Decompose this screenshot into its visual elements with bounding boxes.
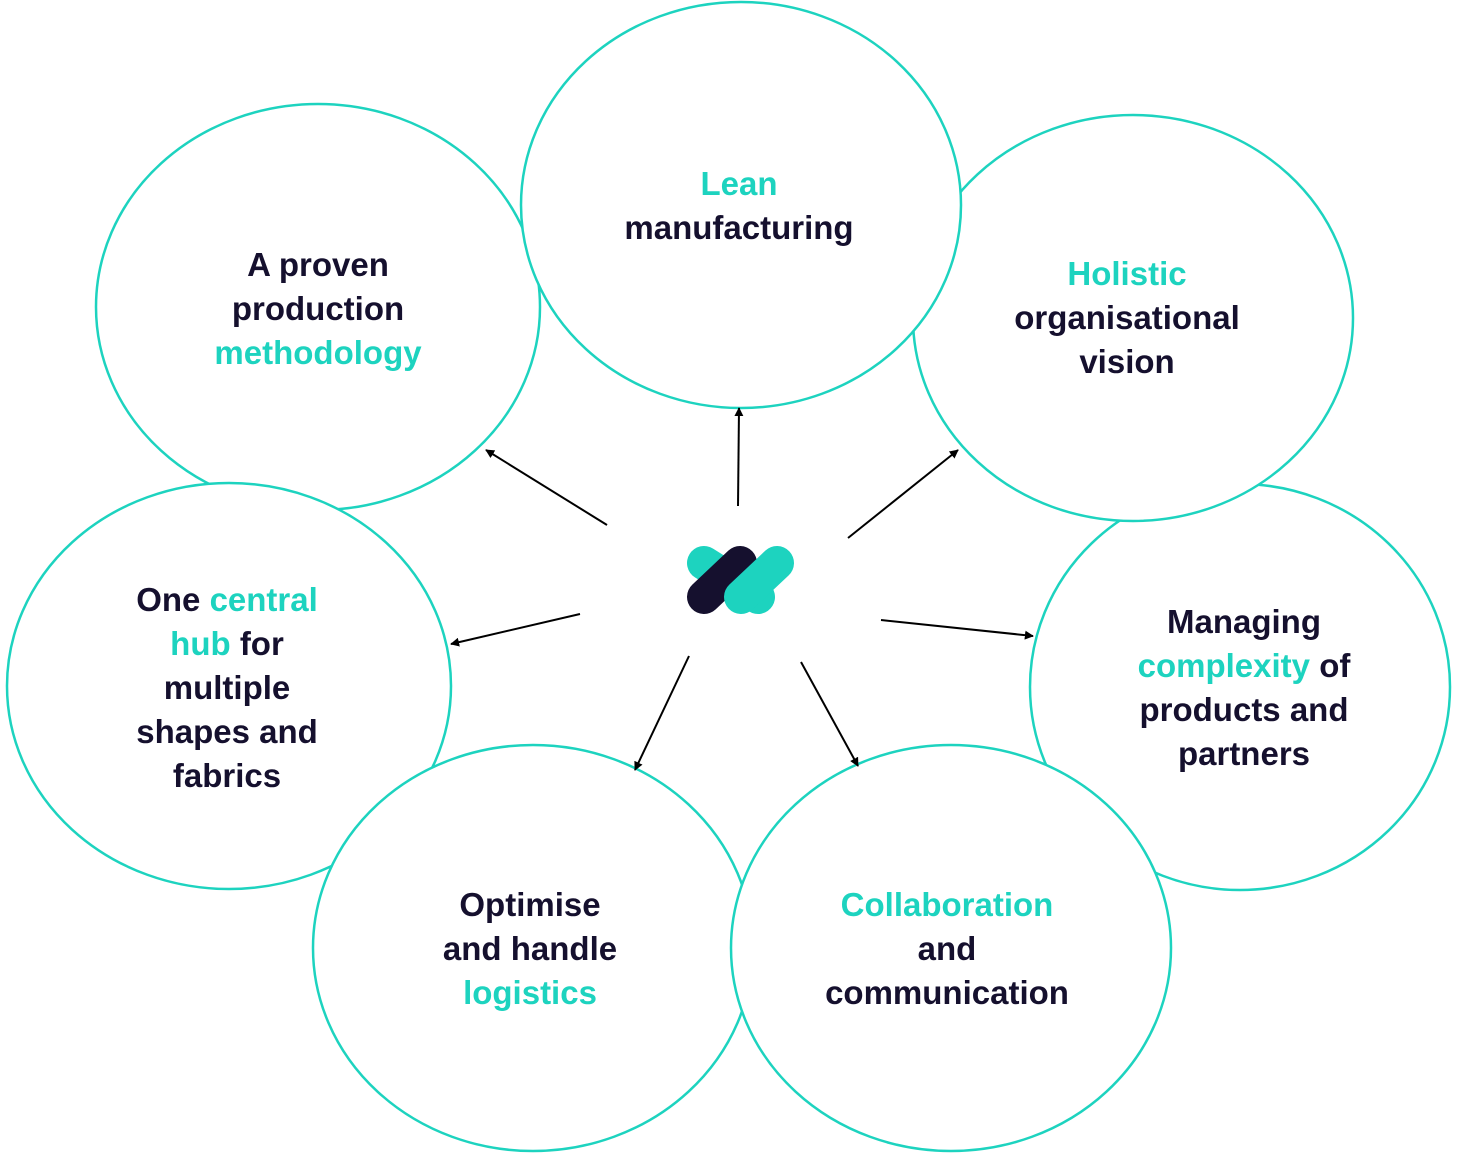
label-line: complexity of — [1138, 644, 1351, 688]
arrow-to-holistic — [847, 449, 959, 539]
label-line: multiple — [136, 666, 318, 710]
label-text: and handle — [442, 930, 618, 967]
highlight-text: Lean — [700, 165, 778, 202]
highlight-text: methodology — [214, 334, 422, 371]
label-line: Lean — [624, 162, 853, 206]
label-text: for — [230, 625, 284, 662]
label-line: A proven — [214, 243, 421, 287]
label-text: and — [917, 930, 977, 967]
label-line: shapes and — [136, 710, 318, 754]
label-holistic: Holistic organisational vision — [1014, 252, 1240, 384]
highlight-text: complexity — [1137, 647, 1311, 684]
label-text: vision — [1079, 343, 1175, 380]
label-line: hub for — [136, 622, 318, 666]
label-line: logistics — [443, 971, 617, 1015]
arrow-to-collaboration — [800, 661, 859, 767]
label-line: and — [825, 927, 1069, 971]
label-line: partners — [1138, 732, 1351, 776]
label-line: vision — [1014, 340, 1240, 384]
arrow-to-hub — [450, 613, 581, 647]
label-text: A proven — [247, 246, 389, 283]
label-line: Optimise — [443, 883, 617, 927]
label-line: production — [214, 287, 421, 331]
label-line: Managing — [1138, 600, 1351, 644]
label-text: multiple — [163, 669, 291, 706]
label-text: fabrics — [172, 757, 282, 794]
logo-icon — [687, 546, 794, 614]
label-line: fabrics — [136, 754, 318, 798]
label-logistics: Optimise and handle logistics — [443, 883, 617, 1015]
label-text: communication — [825, 974, 1069, 1011]
label-line: organisational — [1014, 296, 1240, 340]
label-line: manufacturing — [624, 206, 853, 250]
label-line: methodology — [214, 331, 421, 375]
bubble-hub — [5, 481, 453, 891]
label-text: organisational — [1014, 299, 1240, 336]
highlight-text: Collaboration — [840, 886, 1054, 923]
highlight-text: logistics — [463, 974, 597, 1011]
label-lean: Lean manufacturing — [624, 162, 853, 250]
arrow-to-production — [485, 449, 608, 526]
label-text: One — [136, 581, 210, 618]
label-line: One central — [136, 578, 318, 622]
arrow-to-complexity — [880, 619, 1034, 640]
label-line: Collaboration — [825, 883, 1069, 927]
arrow-to-lean — [734, 407, 744, 507]
label-line: Holistic — [1014, 252, 1240, 296]
label-text: manufacturing — [624, 209, 854, 246]
highlight-text: Holistic — [1067, 255, 1187, 292]
highlight-text: hub — [170, 625, 231, 662]
label-text: Optimise — [459, 886, 601, 923]
label-line: products and — [1138, 688, 1351, 732]
label-text: shapes and — [136, 713, 318, 750]
label-text: partners — [1177, 735, 1311, 772]
label-text: Managing — [1166, 603, 1321, 640]
label-collaboration: Collaboration and communication — [825, 883, 1069, 1015]
label-production: A proven production methodology — [214, 243, 421, 375]
label-text: products and — [1139, 691, 1349, 728]
label-line: and handle — [443, 927, 617, 971]
bubble-collaboration — [729, 743, 1173, 1153]
label-text: of — [1310, 647, 1351, 684]
highlight-text: central — [209, 581, 318, 618]
arrow-to-logistics — [634, 655, 690, 771]
label-text: production — [231, 290, 405, 327]
label-line: communication — [825, 971, 1069, 1015]
